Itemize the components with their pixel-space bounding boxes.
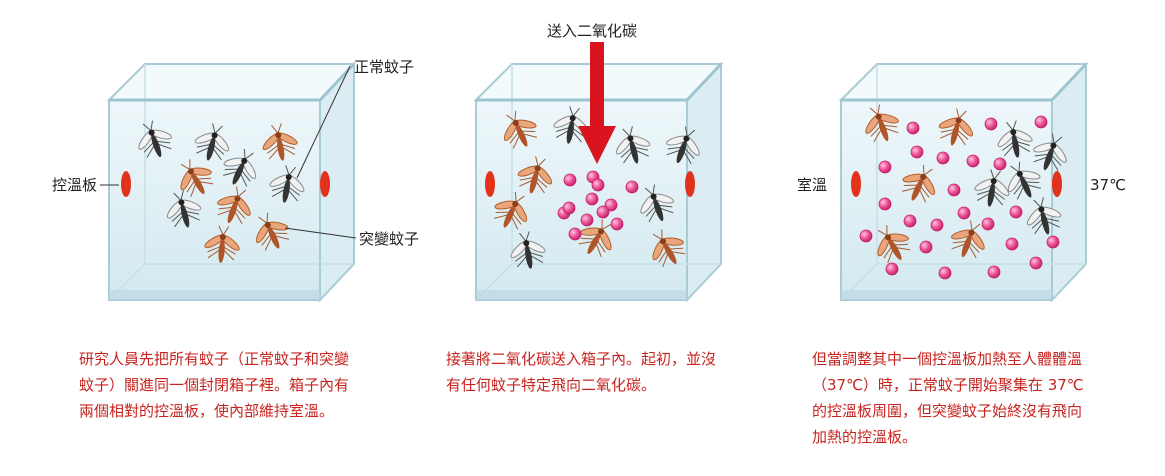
- leader-normal: [296, 65, 351, 179]
- caption-1-line-3: 兩個相對的控溫板，使內部維持室溫。: [79, 402, 335, 420]
- caption-3-line-4: 加熱的控溫板。: [812, 428, 918, 446]
- box-panel-1: [107, 62, 356, 302]
- temp-plate-right-1: [320, 171, 330, 197]
- temp-plate-label: 控溫板: [52, 176, 98, 194]
- caption-1-line-2: 蚊子）關進同一個封閉箱子裡。箱子內有: [79, 376, 350, 394]
- co2-arrow: [578, 42, 616, 164]
- caption-2-line-2: 有任何蚊子特定飛向二氧化碳。: [446, 376, 657, 394]
- temp-plate-left-3: [851, 171, 861, 197]
- body-temp-label: 37℃: [1090, 176, 1126, 194]
- co2-input-label: 送入二氧化碳: [547, 22, 638, 40]
- caption-3-line-1: 但當調整其中一個控溫板加熱至人體體溫: [812, 350, 1083, 368]
- mutant-mosquito-label: 突變蚊子: [359, 230, 420, 248]
- caption-2-line-1: 接著將二氧化碳送入箱子內。起初，並沒: [446, 350, 717, 368]
- temp-plate-right-2: [685, 171, 695, 197]
- caption-panel-1: 研究人員先把所有蚊子（正常蚊子和突變 蚊子）關進同一個封閉箱子裡。箱子內有 兩個…: [79, 346, 349, 424]
- caption-panel-2: 接著將二氧化碳送入箱子內。起初，並沒 有任何蚊子特定飛向二氧化碳。: [446, 346, 716, 398]
- normal-mosquito-label: 正常蚊子: [354, 58, 415, 76]
- caption-3-line-2: （37℃）時，正常蚊子開始聚集在 37℃: [812, 376, 1084, 394]
- caption-panel-3: 但當調整其中一個控溫板加熱至人體體溫 （37℃）時，正常蚊子開始聚集在 37℃ …: [812, 346, 1084, 450]
- temp-plate-right-3: [1052, 171, 1062, 197]
- caption-1-line-1: 研究人員先把所有蚊子（正常蚊子和突變: [79, 350, 350, 368]
- room-temp-label: 室溫: [797, 176, 828, 194]
- temp-plate-left-2: [485, 171, 495, 197]
- caption-3-line-3: 的控溫板周圍，但突變蚊子始終沒有飛向: [812, 402, 1083, 420]
- temp-plate-left-1: [121, 171, 131, 197]
- box-panel-3: [839, 62, 1088, 302]
- leader-mutant: [284, 227, 357, 239]
